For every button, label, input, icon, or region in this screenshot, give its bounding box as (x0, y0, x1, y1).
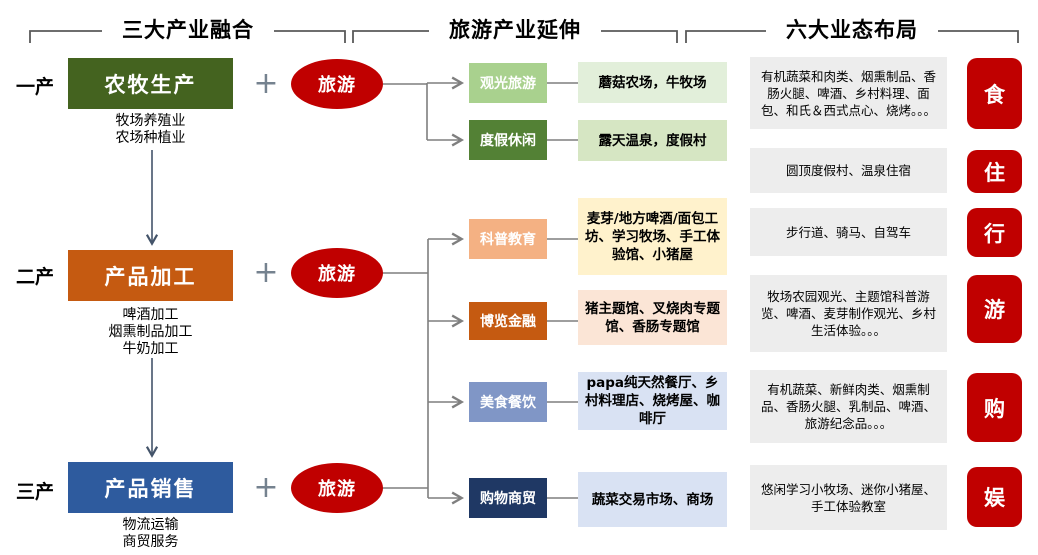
category-box-vacation: 度假休闲 (469, 120, 547, 160)
tourism-ellipse-3: 旅游 (291, 463, 383, 513)
header-six-formats: 六大业态布局 (766, 15, 938, 45)
format-desc-shopping: 有机蔬菜、新鲜肉类、烟熏制品、香肠火腿、乳制品、啤酒、旅游纪念品。。。 (750, 370, 947, 443)
category-box-science-education: 科普教育 (469, 219, 547, 259)
tourism-ellipse-2: 旅游 (291, 248, 383, 298)
category-box-expo-finance: 博览金融 (469, 302, 547, 340)
industry-sub-agriculture: 牧场养殖业 农场种植业 (115, 113, 186, 146)
industry-sub-processing: 啤酒加工 烟熏制品加工 牛奶加工 (108, 307, 193, 357)
industry-box-agriculture: 农牧生产 (68, 58, 233, 109)
badge-entertainment: 娱 (967, 467, 1022, 527)
example-box-science-education: 麦芽/地方啤酒/面包工坊、学习牧场、手工体验馆、小猪屋 (578, 198, 727, 275)
example-box-vacation: 露天温泉，度假村 (578, 120, 727, 161)
category-box-sightseeing: 观光旅游 (469, 63, 547, 103)
format-desc-stay: 圆顶度假村、温泉住宿 (750, 148, 947, 193)
industry-box-sales: 产品销售 (68, 462, 233, 513)
plus-icon: + (253, 255, 279, 290)
badge-tour: 游 (967, 275, 1022, 343)
plus-icon: + (253, 66, 279, 101)
category-box-shopping-trade: 购物商贸 (469, 478, 547, 518)
format-desc-entertainment: 悠闲学习小牧场、迷你小猪屋、手工体验教室 (750, 465, 947, 530)
badge-food: 食 (967, 58, 1022, 129)
example-box-sightseeing: 蘑菇农场，牛牧场 (578, 62, 727, 103)
format-desc-travel: 步行道、骑马、自驾车 (750, 208, 947, 256)
plus-icon: + (253, 470, 279, 505)
header-tourism-extension: 旅游产业延伸 (429, 15, 601, 45)
category-box-food-dining: 美食餐饮 (469, 382, 547, 422)
example-box-expo-finance: 猪主题馆、叉烧肉专题馆、香肠专题馆 (578, 290, 727, 345)
format-desc-tour: 牧场农园观光、主题馆科普游览、啤酒、麦芽制作观光、乡村生活体验。。。 (750, 275, 947, 352)
tourism-branch-lines (382, 76, 578, 505)
badge-travel: 行 (967, 208, 1022, 257)
header-three-industries: 三大产业融合 (102, 15, 274, 45)
badge-stay: 住 (967, 150, 1022, 193)
tier-label-primary: 一产 (15, 76, 54, 98)
badge-shopping: 购 (967, 373, 1022, 442)
tier-label-secondary: 二产 (15, 266, 54, 288)
industry-box-processing: 产品加工 (68, 250, 233, 301)
example-box-food-dining: papa纯天然餐厅、乡村料理店、烧烤屋、咖啡厅 (578, 372, 727, 430)
example-box-shopping-trade: 蔬菜交易市场、商场 (578, 472, 727, 527)
tourism-ellipse-1: 旅游 (291, 59, 383, 109)
industry-sub-sales: 物流运输 商贸服务 (122, 517, 179, 550)
tier-label-tertiary: 三产 (15, 481, 54, 503)
format-desc-food: 有机蔬菜和肉类、烟熏制品、香肠火腿、啤酒、乡村料理、面包、和氏＆西式点心、烧烤。… (750, 57, 947, 129)
